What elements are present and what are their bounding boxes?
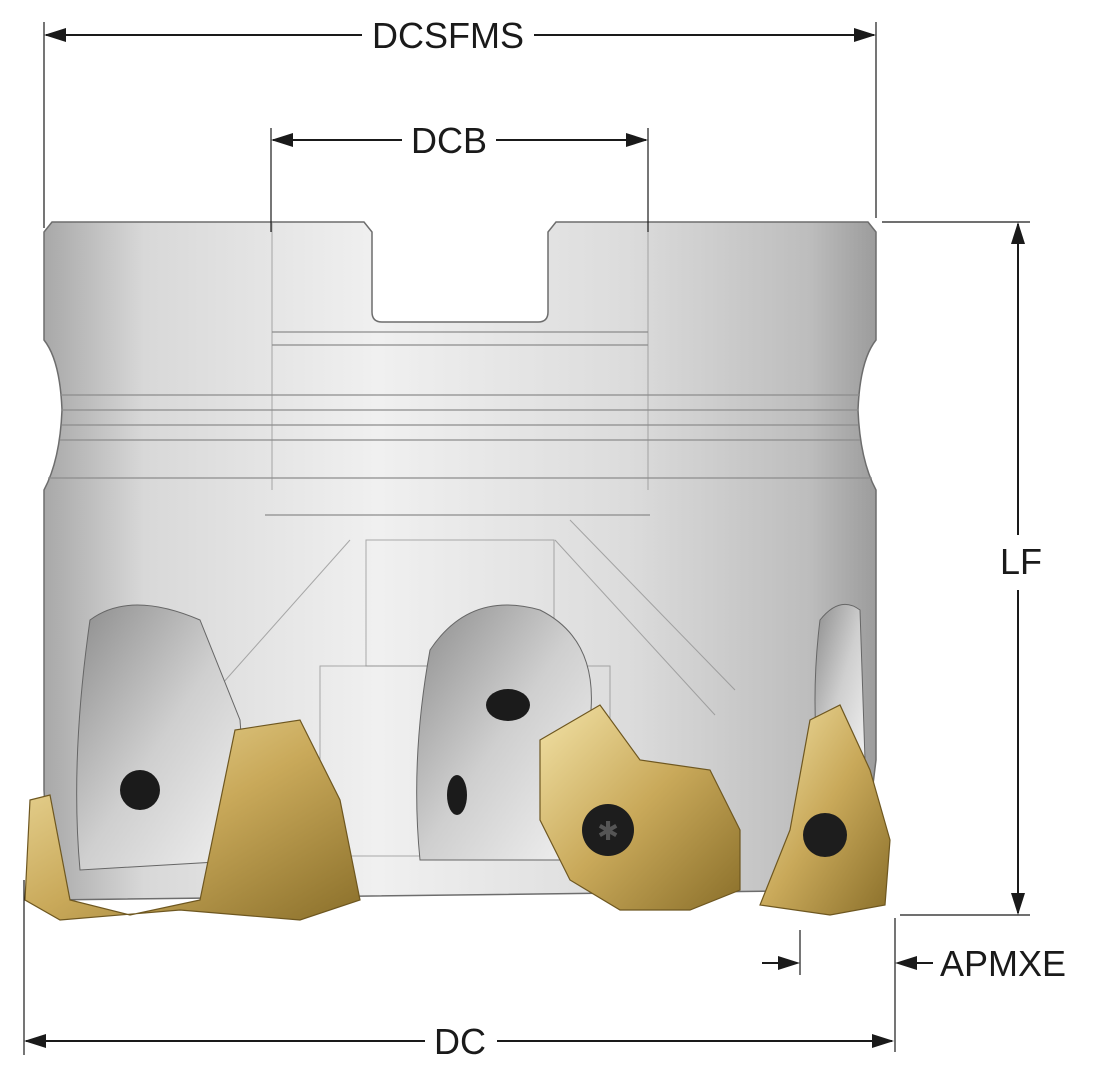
label-dc: DC: [434, 1021, 486, 1062]
body-grooves: [48, 331, 872, 516]
coolant-hole-left: [120, 770, 160, 810]
cutter-body: [43, 221, 877, 901]
dimension-apmxe: APMXE: [762, 918, 1066, 1052]
insert-center: [539, 704, 741, 911]
dimension-dcb: DCB: [270, 120, 649, 232]
dimension-dcsfms: DCSFMS: [43, 15, 877, 228]
insert-right: [759, 704, 891, 916]
dimension-lf: LF: [882, 221, 1042, 916]
insert-left: [24, 719, 361, 921]
coolant-hole-center-2: [447, 775, 467, 815]
label-dcsfms: DCSFMS: [372, 15, 524, 56]
dimension-dc: DC: [23, 880, 894, 1062]
screw-center: [582, 804, 634, 856]
chip-pocket-left: [76, 604, 251, 871]
label-apmxe: APMXE: [940, 943, 1066, 984]
label-lf: LF: [1000, 541, 1042, 582]
torx-icon: ✱: [597, 817, 619, 847]
inserts: ✱: [24, 704, 891, 921]
label-dcb: DCB: [411, 120, 487, 161]
screw-right: [803, 813, 847, 857]
coolant-hole-center: [486, 689, 530, 721]
